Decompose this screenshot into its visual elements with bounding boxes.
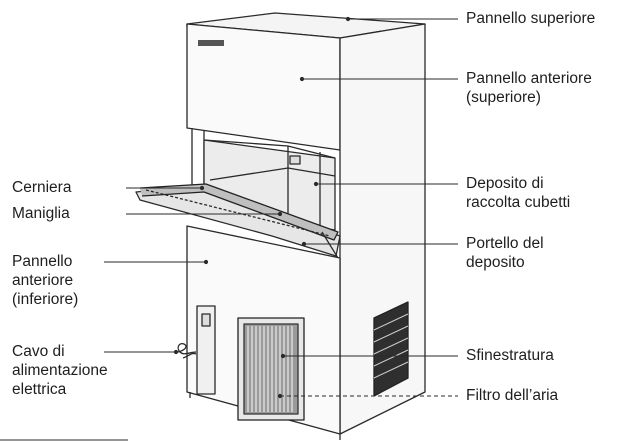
label-line: Pannello anteriore: [466, 70, 592, 87]
label-deposito-cubetti: Deposito di raccolta cubetti: [466, 174, 570, 212]
label-line: Maniglia: [12, 205, 70, 222]
label-line: Portello del: [466, 235, 544, 252]
control-box: [196, 305, 216, 395]
label-line: Deposito di: [466, 175, 544, 192]
brand-badge: [198, 40, 224, 46]
label-line: elettrica: [12, 381, 67, 398]
label-line: Cerniera: [12, 179, 72, 196]
label-line: Cavo di: [12, 343, 65, 360]
label-cerniera: Cerniera: [12, 178, 71, 197]
label-pannello-anteriore-inferiore: Pannello anteriore (inferiore): [12, 252, 78, 309]
label-line: (inferiore): [12, 291, 79, 308]
label-line: Filtro dell’aria: [466, 387, 559, 404]
label-maniglia: Maniglia: [12, 204, 70, 223]
label-sfinestratura: Sfinestratura: [466, 346, 554, 365]
label-pannello-anteriore-superiore: Pannello anteriore (superiore): [466, 69, 592, 107]
label-line: Pannello: [12, 253, 73, 270]
label-line: Pannello superiore: [466, 10, 596, 27]
label-cavo-alimentazione: Cavo di alimentazione elettrica: [12, 342, 108, 399]
switch: [201, 313, 211, 327]
power-cable: [177, 342, 197, 355]
label-portello-deposito: Portello del deposito: [466, 234, 544, 272]
label-line: alimentazione: [12, 362, 108, 379]
bin-tab: [289, 155, 301, 165]
label-filtro-aria: Filtro dell’aria: [466, 386, 558, 405]
label-line: anteriore: [12, 272, 74, 289]
label-pannello-superiore: Pannello superiore: [466, 9, 595, 28]
label-line: (superiore): [466, 89, 541, 106]
label-line: Sfinestratura: [466, 347, 554, 364]
label-line: deposito: [466, 254, 525, 271]
hinge-grip: [139, 183, 339, 241]
label-line: raccolta cubetti: [466, 194, 571, 211]
